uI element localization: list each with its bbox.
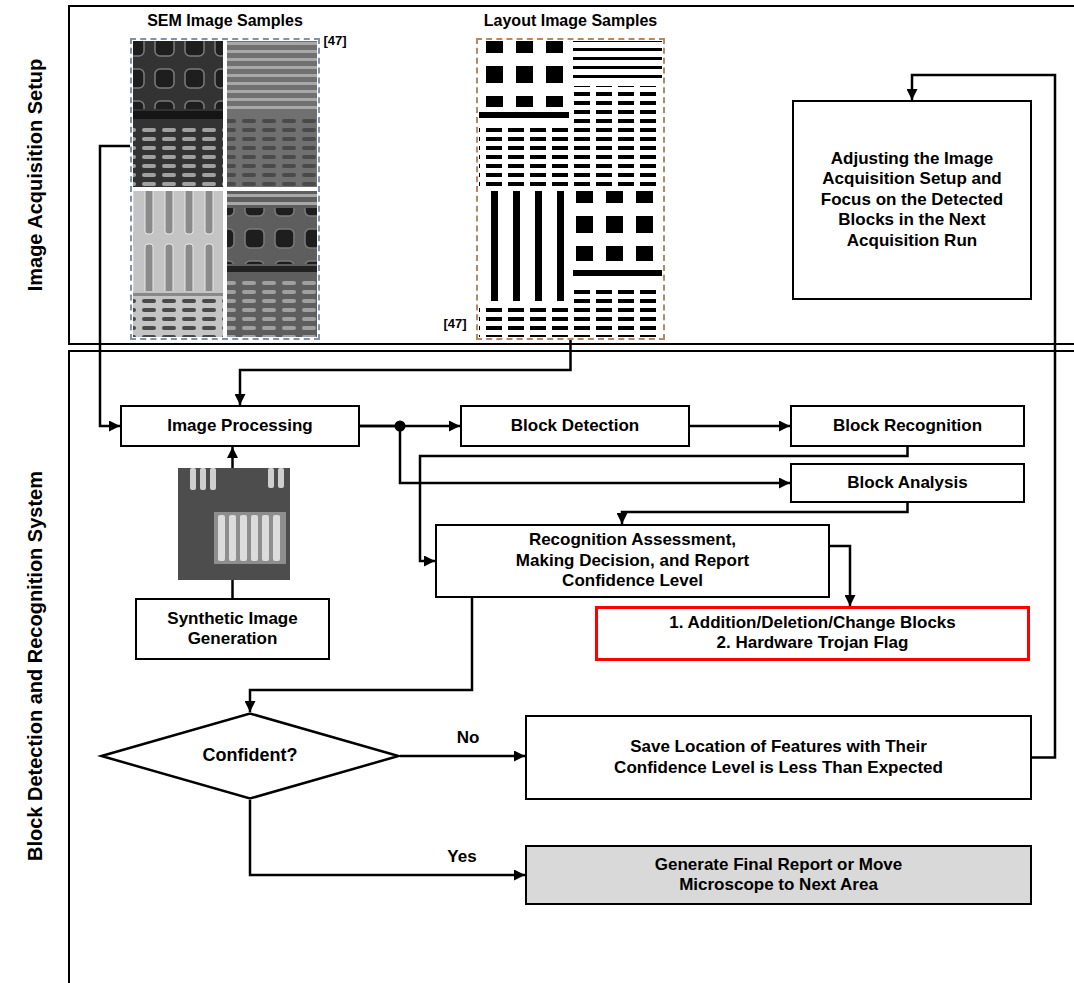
process-box: Adjusting the Image Acquisition Setup an… — [792, 100, 1032, 300]
layout-image-tiles — [479, 41, 662, 337]
illustration-shape — [268, 468, 274, 488]
illustration-shape — [133, 111, 223, 119]
illustration-shape — [190, 468, 196, 490]
illustration-shape — [227, 276, 317, 337]
illustration-shape — [573, 41, 662, 81]
illustration-shape — [210, 468, 216, 490]
illustration-shape — [479, 125, 569, 187]
illustration-shape — [573, 191, 662, 261]
process-box: Block Detection — [460, 405, 690, 447]
illustration-shape — [479, 41, 662, 337]
node-text: Confident? — [203, 745, 298, 767]
illustration-shape — [133, 299, 223, 337]
process-box: Generate Final Report or Move Microscope… — [525, 845, 1032, 905]
node-text: Block Detection — [511, 416, 639, 436]
illustration-shape — [227, 115, 317, 187]
illustration-shape — [214, 512, 286, 564]
node-text: Save Location of Features with Their Con… — [589, 737, 969, 778]
flow-connector — [690, 425, 790, 428]
illustration-shape — [227, 193, 317, 205]
illustration-shape — [133, 191, 223, 337]
synthetic-image — [178, 468, 290, 580]
panel-title: Image Acquisition Setup — [21, 5, 49, 345]
illustration-shape — [133, 41, 223, 187]
illustration-shape — [133, 41, 223, 109]
illustration-shape — [133, 293, 223, 296]
sample-heading: SEM Image Samples — [112, 11, 338, 30]
illustration-shape — [573, 270, 662, 276]
image-sample-group: Layout Image Samples — [476, 38, 665, 340]
illustration-shape — [227, 208, 317, 264]
illustration-shape — [479, 191, 569, 301]
process-box: Synthetic Image Generation — [135, 598, 330, 660]
node-text: 2. Hardware Trojan Flag — [717, 633, 909, 653]
panel-title: Block Detection and Recognition System — [21, 346, 49, 983]
node-text: Block Analysis — [847, 473, 967, 493]
illustration-shape — [133, 191, 223, 291]
node-text: 1. Addition/Deletion/Change Blocks — [669, 613, 956, 633]
node-text: Adjusting the Image Acquisition Setup an… — [805, 149, 1020, 251]
system-panel: Block Detection and Recognition SystemIm… — [68, 350, 1074, 983]
process-box: Block Analysis — [790, 463, 1025, 503]
illustration-shape — [573, 86, 662, 187]
illustration-shape — [229, 515, 236, 561]
illustration-shape — [479, 41, 569, 107]
sem-image-tiles — [133, 41, 317, 337]
citation-label: [47] — [323, 33, 346, 48]
node-text: Generate Final Report or Move Microscope… — [624, 855, 934, 896]
illustration-shape — [200, 468, 206, 490]
illustration-shape — [262, 515, 269, 561]
illustration-shape — [218, 515, 225, 561]
illustration-shape — [479, 112, 569, 118]
illustration-shape — [227, 191, 317, 337]
node-text: Block Recognition — [833, 416, 982, 436]
illustration-shape — [227, 41, 317, 187]
junction-dot — [395, 421, 406, 432]
node-text: Image Processing — [167, 416, 313, 436]
connector-group — [100, 75, 1055, 875]
illustration-shape — [227, 41, 317, 111]
illustration-shape — [251, 515, 258, 561]
process-box: Recognition Assessment, Making Decision,… — [435, 524, 830, 598]
diamond-shape — [102, 714, 399, 799]
illustration-shape — [273, 515, 280, 561]
edge-label: No — [454, 728, 483, 748]
illustration-shape — [240, 515, 247, 561]
flow-connector — [830, 546, 850, 606]
decision-diamond: Confident? — [100, 712, 400, 800]
illustration-shape — [133, 123, 223, 187]
flow-connector — [622, 503, 908, 524]
illustration-shape — [479, 305, 569, 337]
image-sample-group: SEM Image Samples — [130, 38, 320, 340]
process-box: Image Processing — [120, 405, 360, 447]
system-panel: Image Acquisition SetupSEM Image Samples… — [68, 5, 1074, 345]
edge-label: Yes — [444, 847, 479, 867]
illustration-shape — [178, 468, 290, 580]
output-flag-box: 1. Addition/Deletion/Change Blocks2. Har… — [595, 606, 1030, 661]
illustration-shape — [227, 266, 317, 272]
flow-connector — [250, 800, 525, 875]
sample-heading: Layout Image Samples — [458, 11, 683, 30]
node-text: Recognition Assessment, Making Decision,… — [498, 530, 768, 591]
node-text: Synthetic Image Generation — [147, 609, 318, 650]
process-box: Save Location of Features with Their Con… — [525, 715, 1032, 800]
illustration-shape — [573, 285, 662, 337]
illustration-shape — [278, 468, 284, 488]
flow-connector — [400, 755, 525, 758]
process-box: Block Recognition — [790, 405, 1025, 447]
flow-connector — [100, 146, 130, 426]
citation-label: [47] — [443, 316, 466, 331]
